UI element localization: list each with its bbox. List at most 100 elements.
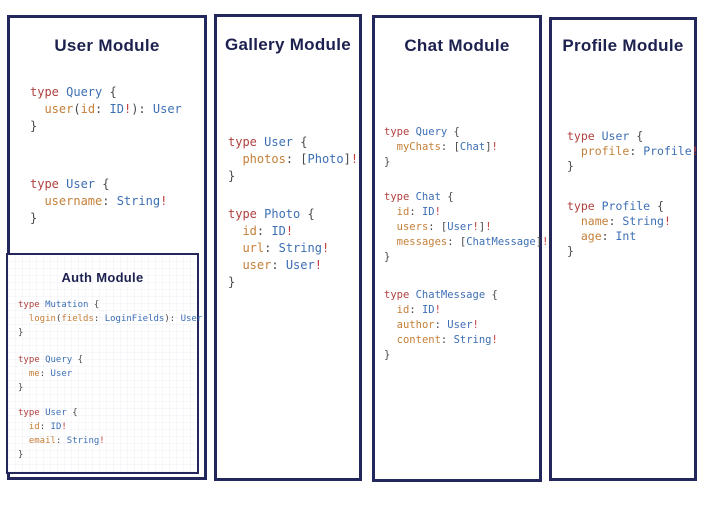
code-line: type Query { — [30, 84, 182, 101]
code-block: type Profile { name: String! age: Int} — [567, 199, 671, 259]
code-token — [384, 334, 397, 346]
code-token: : — [39, 369, 51, 379]
code-token: fields — [61, 314, 94, 324]
code-token: type — [384, 289, 416, 301]
code-token: ! — [485, 221, 492, 233]
code-token: ! — [491, 334, 498, 346]
code-token: type — [30, 85, 67, 99]
code-line: id: ID! — [18, 420, 105, 434]
code-token: Photo — [307, 152, 344, 166]
code-token: } — [228, 169, 236, 183]
code-block: type Query { user(id: ID!): User} — [30, 84, 182, 135]
code-token: Chat — [415, 191, 448, 203]
code-token: me — [28, 369, 40, 379]
code-token: : — [102, 194, 117, 208]
code-token: { — [77, 355, 84, 365]
code-token: Chat — [459, 141, 486, 153]
code-token: String — [278, 241, 322, 255]
code-token: profile — [580, 144, 630, 158]
code-line: messages: [ChatMessage]! — [384, 235, 549, 250]
code-token: User — [45, 408, 73, 418]
code-token: type — [384, 126, 416, 138]
code-token — [384, 319, 397, 331]
code-line: id: ID! — [384, 205, 548, 220]
code-token: { — [307, 207, 315, 221]
code-line: type Photo { — [228, 206, 329, 223]
code-token — [18, 314, 29, 324]
code-token: } — [18, 328, 24, 338]
code-line: } — [228, 274, 329, 291]
code-line: } — [384, 155, 498, 170]
code-token: } — [384, 156, 391, 168]
code-token — [30, 194, 44, 208]
code-token: { — [102, 177, 110, 191]
code-line: content: String! — [384, 333, 498, 348]
code-token: age — [580, 229, 602, 243]
code-token: photos — [242, 152, 286, 166]
code-line: } — [18, 448, 105, 462]
code-token: { — [109, 85, 117, 99]
code-token: type — [567, 129, 602, 143]
code-token: : — [601, 229, 616, 243]
code-line: type User { — [228, 134, 358, 151]
code-token: user — [44, 102, 74, 116]
code-token: User — [180, 314, 203, 324]
code-token: ] — [535, 236, 543, 248]
profile-module-title: Profile Module — [562, 36, 684, 55]
user-module-title: User Module — [54, 36, 160, 55]
code-token: { — [300, 135, 308, 149]
auth-module-title: Auth Module — [61, 270, 144, 285]
profile-module-panel: Profile Module type User { profile: Prof… — [549, 17, 699, 481]
code-line: author: User! — [384, 318, 498, 333]
code-token: ID — [421, 304, 435, 316]
code-token: ! — [285, 224, 294, 238]
code-token: String — [116, 194, 161, 208]
user-module-panel: User Module type Query { user(id: ID!): … — [6, 15, 207, 480]
code-block: type Chat { id: ID! users: [User!]! mess… — [384, 190, 548, 265]
code-line: username: String! — [30, 193, 167, 210]
code-token: ChatMessage — [415, 289, 492, 301]
code-line: type Mutation { — [18, 298, 202, 312]
code-token: content — [396, 334, 441, 346]
code-line: type ChatMessage { — [384, 288, 498, 303]
code-token: } — [384, 251, 391, 263]
code-token: author — [396, 319, 435, 331]
code-block: type Query { me: User} — [18, 353, 83, 395]
code-token — [567, 144, 581, 158]
code-token: } — [30, 119, 38, 133]
code-line: } — [384, 250, 548, 265]
code-line: } — [18, 381, 83, 395]
code-line: } — [30, 118, 182, 135]
code-token: ID — [421, 206, 435, 218]
code-token: ! — [434, 206, 441, 218]
code-token: Photo — [264, 207, 308, 221]
code-token: String — [66, 436, 100, 446]
code-token — [18, 436, 29, 446]
code-token: [ — [300, 152, 308, 166]
code-token — [228, 241, 242, 255]
code-token: id — [28, 422, 40, 432]
code-token: ): — [164, 314, 181, 324]
code-token: messages — [396, 236, 448, 248]
code-token — [567, 229, 581, 243]
code-line: } — [30, 210, 167, 227]
code-token: type — [567, 199, 602, 213]
code-token: email — [28, 436, 56, 446]
code-token: users — [396, 221, 429, 233]
gallery-module-title: Gallery Module — [224, 35, 352, 54]
code-token: ID — [271, 224, 286, 238]
code-line: myChats: [Chat]! — [384, 140, 498, 155]
code-line: login(fields: LoginFields): User — [18, 312, 202, 326]
code-token: ! — [691, 144, 699, 158]
code-token: ): — [131, 102, 153, 116]
code-token: user — [242, 258, 272, 272]
code-line: type Chat { — [384, 190, 548, 205]
code-token: User — [50, 369, 73, 379]
code-token: { — [491, 289, 498, 301]
code-token: } — [567, 244, 574, 258]
code-token: id — [396, 304, 410, 316]
code-token: id — [396, 206, 410, 218]
code-block: type User { photos: [Photo]!} — [228, 134, 358, 185]
auth-module-panel: Auth Module type Mutation { login(fields… — [6, 253, 202, 474]
code-token: { — [447, 191, 454, 203]
